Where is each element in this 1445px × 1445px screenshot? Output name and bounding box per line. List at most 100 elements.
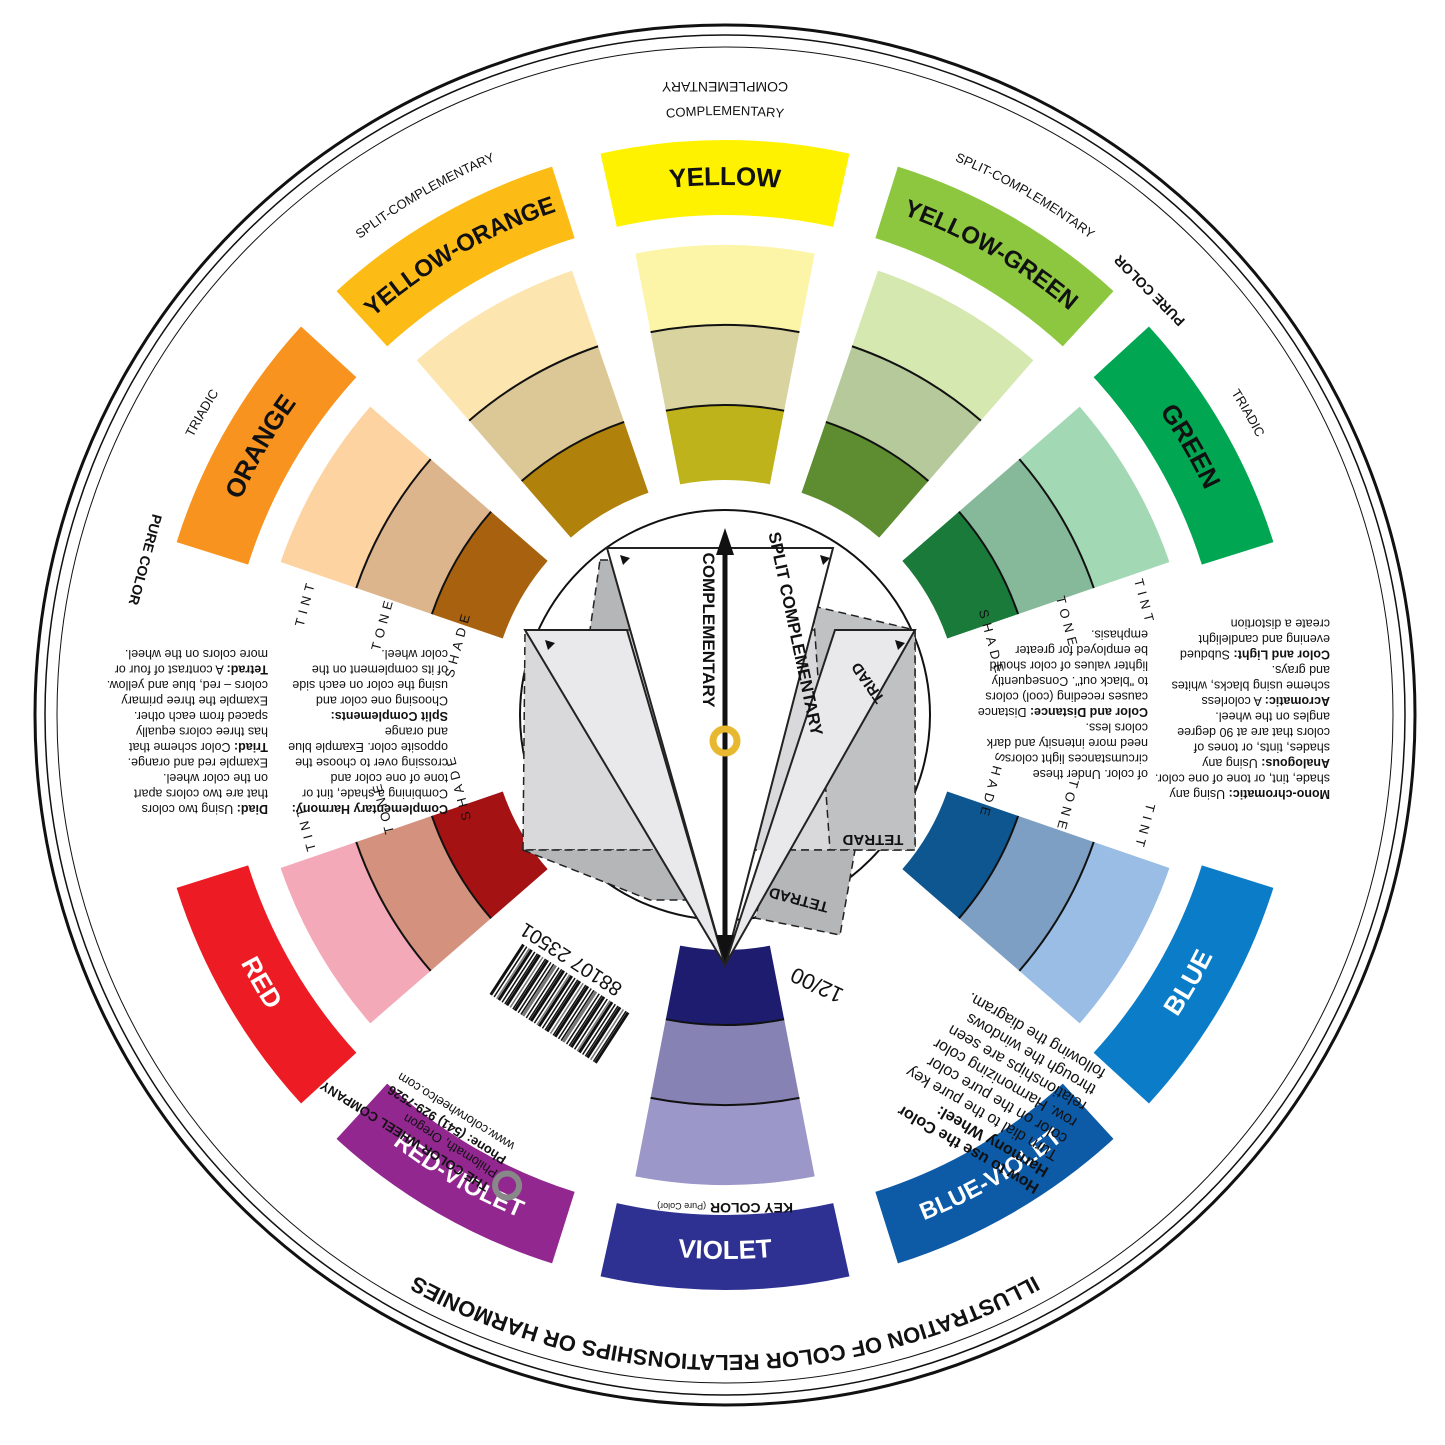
tint-band bbox=[635, 1097, 815, 1185]
svg-text:Example red and orange.: Example red and orange. bbox=[128, 756, 268, 770]
svg-text:colors that are at 90 degree: colors that are at 90 degree bbox=[1177, 725, 1330, 739]
pure-color-band bbox=[336, 166, 575, 347]
shade-band bbox=[801, 421, 929, 538]
arrow-down-icon bbox=[716, 935, 734, 962]
pure-color-band bbox=[875, 166, 1114, 347]
svg-text:Complementary Harmony:: Complementary Harmony: bbox=[292, 802, 448, 816]
svg-text:and orange: and orange bbox=[385, 725, 448, 739]
dial-pivot-grommet[interactable] bbox=[709, 725, 741, 757]
svg-text:spaced from each other.: spaced from each other. bbox=[134, 709, 268, 723]
pointer-icon bbox=[895, 640, 905, 650]
shade-band bbox=[902, 791, 1019, 919]
tint-band bbox=[280, 406, 431, 589]
hue-segments: YELLOWCOMPLEMENTARYYELLOW-GREENSPLIT-COM… bbox=[176, 103, 1274, 1290]
pure-color-band bbox=[176, 326, 357, 565]
segment-label: YELLOW bbox=[668, 161, 782, 194]
svg-text:color wheel.: color wheel. bbox=[381, 647, 448, 661]
svg-text:Triad: Color scheme that: Triad: Color scheme that bbox=[129, 740, 268, 754]
svg-text:that are two colors apart: that are two colors apart bbox=[133, 787, 268, 801]
svg-text:Mono-chromatic: Using any: Mono-chromatic: Using any bbox=[1169, 787, 1330, 801]
svg-text:Combining a shade, tint or: Combining a shade, tint or bbox=[302, 787, 448, 801]
top-complementary-label: COMPLEMENTARY bbox=[661, 79, 788, 95]
wheel-inner-rim bbox=[44, 34, 1406, 1396]
company-logo-icon bbox=[492, 1170, 523, 1201]
svg-text:Split Complements:: Split Complements: bbox=[331, 709, 448, 723]
pointer-icon bbox=[820, 555, 830, 565]
segment-violet: VIOLET bbox=[600, 945, 850, 1290]
tone-band bbox=[650, 325, 800, 411]
complementary-label: COMPLEMENTARY bbox=[699, 553, 718, 709]
tone-band bbox=[650, 1019, 800, 1106]
segment-yellow: YELLOW COMPLEMENTARY bbox=[600, 103, 850, 485]
svg-text:shades, tints, or tones of: shades, tints, or tones of bbox=[1193, 741, 1330, 755]
svg-text:and grays.: and grays. bbox=[1272, 663, 1330, 677]
pure-color-band bbox=[875, 1083, 1114, 1264]
svg-text:Diad: Using two colors: Diad: Using two colors bbox=[142, 802, 268, 816]
pure-color-band bbox=[1093, 326, 1274, 565]
wheel-title-ring bbox=[56, 46, 1394, 1384]
shade-band bbox=[431, 511, 548, 639]
tint-band bbox=[416, 270, 599, 421]
svg-text:need more intensity and dark: need more intensity and dark bbox=[986, 736, 1148, 750]
segment-blue: BLUE bbox=[902, 791, 1274, 1104]
svg-text:Acromatic: A colorless: Acromatic: A colorless bbox=[1201, 694, 1330, 708]
tone-band bbox=[356, 459, 492, 615]
svg-text:opposite color. Example blue: opposite color. Example blue bbox=[288, 740, 448, 754]
shade-band bbox=[902, 511, 1019, 639]
relation-label: COMPLEMENTARY bbox=[665, 103, 785, 121]
svg-text:be employed for greater: be employed for greater bbox=[1015, 643, 1148, 657]
tone-band bbox=[356, 815, 492, 971]
pure-color-band bbox=[176, 865, 357, 1104]
pointer-icon bbox=[545, 640, 555, 650]
shade-band bbox=[665, 404, 785, 485]
svg-text:of color. Under these: of color. Under these bbox=[1033, 767, 1148, 781]
tone-band bbox=[825, 346, 981, 482]
svg-text:has three colors equally: has three colors equally bbox=[135, 725, 268, 739]
svg-text:Choosing one color and: Choosing one color and bbox=[316, 694, 448, 708]
tone-band bbox=[958, 459, 1094, 615]
svg-text:causes receding (cool) colors: causes receding (cool) colors bbox=[985, 690, 1148, 704]
svg-text:on the color wheel.: on the color wheel. bbox=[163, 771, 268, 785]
text-blocks: Complementary Harmony:Combining a shade,… bbox=[107, 617, 1330, 1201]
triad-left-arm bbox=[523, 629, 726, 966]
tone-band bbox=[958, 815, 1094, 971]
svg-text:evening and candlelight: evening and candlelight bbox=[1198, 632, 1330, 646]
svg-text:angles on the wheel.: angles on the wheel. bbox=[1215, 710, 1330, 724]
svg-text:of its complement on the: of its complement on the bbox=[312, 663, 448, 677]
segment-red: RED bbox=[176, 791, 548, 1104]
pure-color-band bbox=[600, 140, 850, 227]
triad-right-arm bbox=[724, 629, 917, 966]
tint-band bbox=[280, 841, 431, 1024]
svg-text:Analogous: Using any: Analogous: Using any bbox=[1201, 756, 1330, 770]
svg-text:shade, tint, or tone of one co: shade, tint, or tone of one color. bbox=[1155, 772, 1330, 786]
svg-text:Tetrad: A contrast of four or: Tetrad: A contrast of four or bbox=[115, 663, 268, 677]
pure-color-band bbox=[1093, 865, 1274, 1104]
svg-text:Example the three primary: Example the three primary bbox=[121, 694, 268, 708]
shade-band bbox=[431, 791, 548, 919]
svg-text:to "black out". Consequently: to "black out". Consequently bbox=[991, 674, 1148, 688]
svg-text:emphasis.: emphasis. bbox=[1091, 628, 1148, 642]
svg-text:more colors on the wheel.: more colors on the wheel. bbox=[125, 647, 268, 661]
svg-text:colors less.: colors less. bbox=[1085, 721, 1148, 735]
tetrad-label-1: TETRAD bbox=[842, 831, 903, 848]
tint-band bbox=[1019, 841, 1170, 1024]
svg-text:circumstances light colors: circumstances light colors bbox=[1005, 752, 1148, 766]
segment-label: VIOLET bbox=[677, 1233, 773, 1265]
tint-band bbox=[635, 245, 815, 333]
svg-text:tone of one color and: tone of one color and bbox=[331, 771, 448, 785]
pure-color-band bbox=[600, 1203, 850, 1290]
svg-text:create a distortion: create a distortion bbox=[1231, 617, 1330, 631]
barcode: 88107 23501 bbox=[489, 918, 630, 1064]
left-text-complementary: Complementary Harmony:Combining a shade,… bbox=[288, 647, 448, 816]
svg-text:Color and Distance: Distance: Color and Distance: Distance bbox=[978, 705, 1148, 719]
arrow-up-icon bbox=[716, 528, 734, 555]
svg-text:lighter values of color should: lighter values of color should bbox=[990, 659, 1148, 673]
segment-blue-violet: BLUE-VIOLET bbox=[875, 1083, 1114, 1264]
